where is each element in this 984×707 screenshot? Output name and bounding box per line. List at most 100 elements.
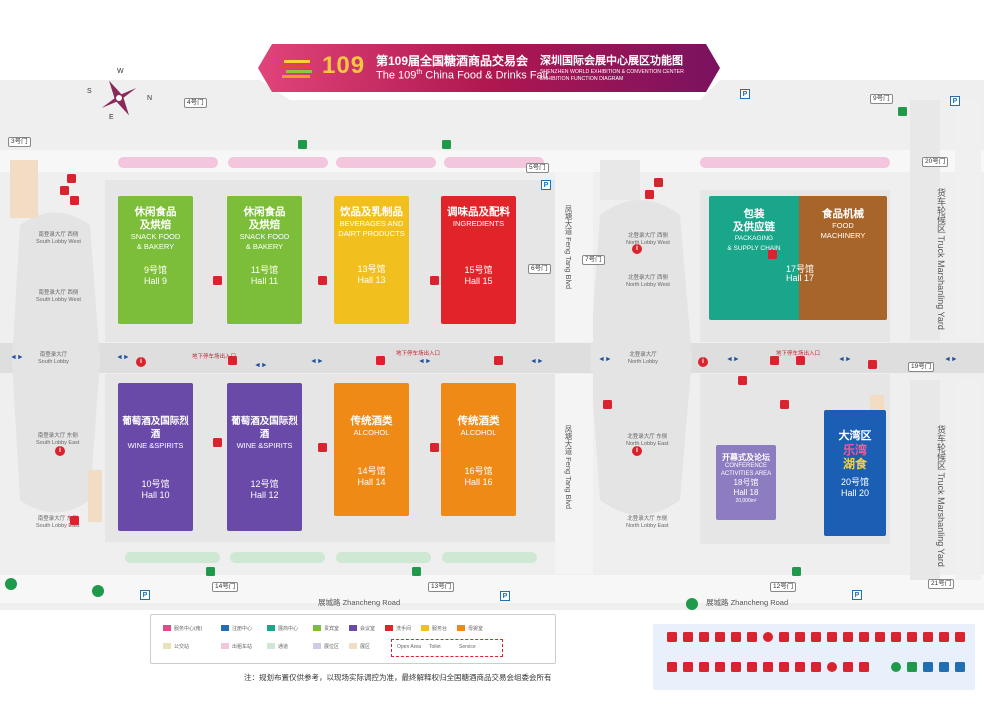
compass: W N S E xyxy=(85,68,155,125)
toilet-icon xyxy=(780,400,789,409)
hall-12-en: WINE &SPIRITS xyxy=(236,441,293,450)
legend-swatch-area xyxy=(349,643,357,649)
gate-19[interactable]: 19号门 xyxy=(908,362,935,372)
header-venue-en-1: SHENZHEN WORLD EXHIBITION & CONVENTION C… xyxy=(540,69,684,75)
legend-item-14: Open Area xyxy=(397,644,421,650)
gate-5[interactable]: 5号门 xyxy=(526,163,549,173)
lobby-north-west-2: 北登录大厅 西侧 North Lobby West xyxy=(626,275,670,288)
hall-14-cn: 传统酒类 xyxy=(350,415,393,427)
gate-4[interactable]: 4号门 xyxy=(184,98,207,108)
hall-17-machinery[interactable]: 食品机械 FOOD MACHINERY xyxy=(799,196,887,320)
legend-item-1: 服务中心(南) xyxy=(174,626,203,632)
header-banner: 109 第109届全国糖酒商品交易会 The 109th China Food … xyxy=(258,44,720,92)
hall-9-en: SNACK FOOD & BAKERY xyxy=(130,232,181,251)
hall-17-packaging-cn: 包装 及供应链 xyxy=(733,208,775,233)
metro-icon[interactable] xyxy=(92,585,104,597)
road-zhancheng-en: Zhancheng Road xyxy=(342,598,401,607)
info-icon[interactable]: i xyxy=(632,446,642,456)
hall-18[interactable]: 开幕式及论坛 CONFERENCE ACTIVITIES AREA 18号馆 H… xyxy=(716,445,776,520)
gate-14[interactable]: 14号门 xyxy=(212,582,239,592)
metro-icon[interactable] xyxy=(686,598,698,610)
escalator-icon xyxy=(796,356,805,365)
exit-icon xyxy=(898,107,907,116)
gate-6[interactable]: 6号门 xyxy=(528,264,551,274)
parking-icon[interactable]: P xyxy=(950,96,960,106)
info-icon[interactable]: i xyxy=(55,446,65,456)
parking-icon[interactable]: P xyxy=(541,180,551,190)
lobby-north-west: 北登录大厅 西侧 North Lobby West xyxy=(626,233,670,246)
hall-16[interactable]: 传统酒类 ALCOHOL 16号馆 Hall 16 xyxy=(441,383,516,516)
gate-13[interactable]: 13号门 xyxy=(428,582,455,592)
hall-11[interactable]: 休闲食品 及烘焙 SNACK FOOD & BAKERY 11号馆 Hall 1… xyxy=(227,196,302,324)
parking-icon[interactable]: P xyxy=(740,89,750,99)
header-title-en-suffix: China Food & Drinks Fair xyxy=(422,69,549,82)
parking-icon[interactable]: P xyxy=(852,590,862,600)
gate-7[interactable]: 7号门 xyxy=(582,255,605,265)
hall-12-num: 12号馆 xyxy=(250,478,279,489)
gate-9[interactable]: 9号门 xyxy=(870,94,893,104)
escalator-icon xyxy=(494,356,503,365)
road-fengtang-north: 凤塘大道 Feng Tang Blvd xyxy=(563,205,574,305)
hall-12[interactable]: 葡萄酒及国际烈酒 WINE &SPIRITS 12号馆 Hall 12 xyxy=(227,383,302,531)
road-fengtang-south: 凤塘大道 Feng Tang Blvd xyxy=(563,425,574,525)
toilet-icon xyxy=(645,190,654,199)
hall-11-cn: 休闲食品 及烘焙 xyxy=(243,206,286,231)
walk-arrow-icon: ◄► xyxy=(598,356,612,363)
info-icon[interactable]: i xyxy=(632,244,642,254)
legend-swatch-meeting xyxy=(349,625,357,631)
gate-20[interactable]: 20号门 xyxy=(922,157,949,167)
hall-10[interactable]: 葡萄酒及国际烈酒 WINE &SPIRITS 10号馆 Hall 10 xyxy=(118,383,193,531)
toilet-icon xyxy=(318,276,327,285)
lobby-north-east-2: 北登录大厅 东侧 North Lobby East xyxy=(626,516,669,529)
hall-15[interactable]: 调味品及配料 INGREDIENTS 15号馆 Hall 15 xyxy=(441,196,516,324)
toilet-icon xyxy=(768,250,777,259)
hall-18-area: 20,000m² xyxy=(735,498,757,504)
icon-legend-grid xyxy=(667,632,965,672)
metro-icon[interactable] xyxy=(5,578,17,590)
legend-item-11: 通道 xyxy=(278,644,289,650)
gate-12[interactable]: 12号门 xyxy=(770,582,797,592)
hall-9-cn: 休闲食品 及烘焙 xyxy=(134,206,177,231)
gate-21[interactable]: 21号门 xyxy=(928,579,955,589)
hall-17-packaging[interactable]: 包装 及供应链 PACKAGING & SUPPLY CHAIN xyxy=(709,196,799,320)
hall-14-en-num: Hall 14 xyxy=(357,476,386,487)
hall-18-cn: 开幕式及论坛 xyxy=(722,453,770,462)
hall-13[interactable]: 饮品及乳制品 BEVERAGES AND DAIRT PRODUCTS 13号馆… xyxy=(334,196,409,324)
walk-arrow-icon: ◄► xyxy=(418,358,432,365)
truck-yard-south: 货车轮候区 Truck Marshanling Yard xyxy=(935,425,948,567)
road-fengtang-cn: 凤塘大道 xyxy=(564,205,573,235)
hall-13-num: 13号馆 xyxy=(357,264,386,274)
hall-15-num: 15号馆 xyxy=(464,264,493,275)
road-zhancheng-en-2: Zhancheng Road xyxy=(730,598,789,607)
truck-yard-en-2: Truck Marshanling Yard xyxy=(936,472,946,567)
parking-icon[interactable]: P xyxy=(500,591,510,601)
hall-17-en-num: Hall 17 xyxy=(785,273,814,283)
escalator-icon xyxy=(770,356,779,365)
lobby-south-east: 南登录大厅 东侧 South Lobby East xyxy=(36,433,80,446)
lobby-south-west-2: 南登录大厅 西侧 South Lobby West xyxy=(36,290,81,303)
header-title-cn: 第109届全国糖酒商品交易会 xyxy=(376,54,529,68)
parking-entry-2: 地下停车场出入口 xyxy=(396,351,441,357)
footer-note: 注：规划布置仅供参考，以现场实际调控为准，最终解释权归全国糖酒商品交易会组委会所… xyxy=(244,673,552,682)
info-icon[interactable]: i xyxy=(136,357,146,367)
legend-swatch-exhibitor xyxy=(267,625,275,631)
hall-20[interactable]: 大湾区 乐湾 湖食 20号馆 Hall 20 xyxy=(824,410,886,536)
exit-icon xyxy=(298,140,307,149)
info-icon[interactable]: i xyxy=(698,357,708,367)
road-fengtang-en: Feng Tang Blvd xyxy=(564,237,573,290)
icon-legend-panel xyxy=(653,624,975,690)
walk-arrow-icon: ◄► xyxy=(254,362,268,369)
entry-bar-1 xyxy=(118,157,218,168)
toilet-icon xyxy=(213,276,222,285)
lobby-south-west: 南登录大厅 西侧 South Lobby West xyxy=(36,232,81,245)
truck-yard-cn: 货车轮候区 xyxy=(936,188,946,233)
hall-13-en: BEVERAGES AND DAIRT PRODUCTS xyxy=(338,219,405,238)
hall-20-logo-1: 乐湾 xyxy=(842,443,867,457)
parking-icon[interactable]: P xyxy=(140,590,150,600)
hall-16-en-num: Hall 16 xyxy=(464,476,493,487)
hall-20-en-num: Hall 20 xyxy=(840,488,869,498)
hall-14[interactable]: 传统酒类 ALCOHOL 14号馆 Hall 14 xyxy=(334,383,409,516)
gate-3[interactable]: 3号门 xyxy=(8,137,31,147)
legend-dashed-box xyxy=(391,639,503,657)
hall-9[interactable]: 休闲食品 及烘焙 SNACK FOOD & BAKERY 9号馆 Hall 9 xyxy=(118,196,193,324)
